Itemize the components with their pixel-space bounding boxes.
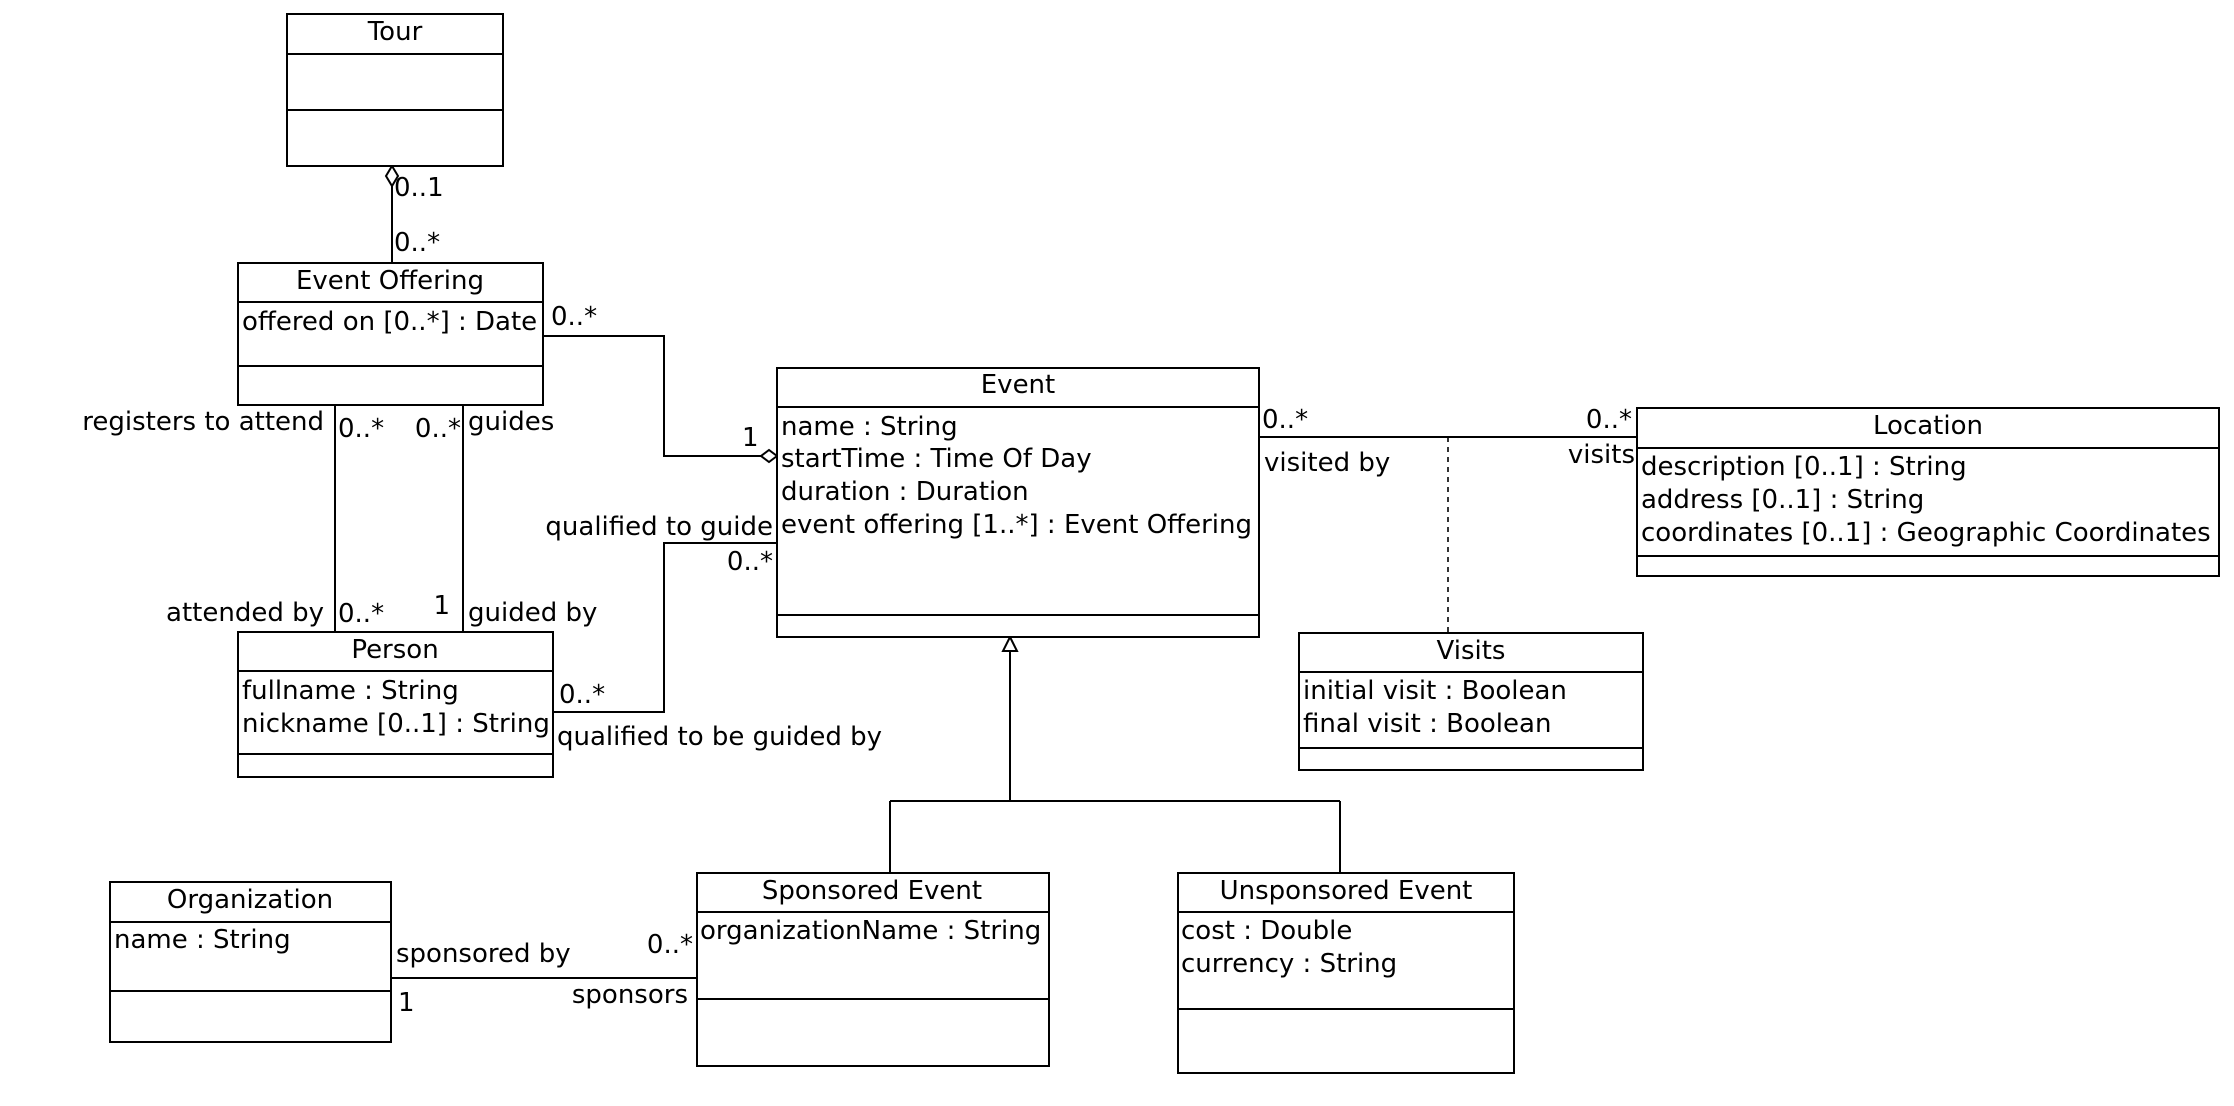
role-label: guides (468, 407, 554, 437)
aggregation-diamond-tour (384, 164, 400, 188)
class-attribute: fullname : String (242, 676, 459, 706)
class-attribute: address [0..1] : String (1641, 485, 1924, 515)
class-organization[interactable]: Organization name : String (109, 881, 392, 1043)
multiplicity-label: 1 (398, 988, 415, 1018)
multiplicity-label: 0..* (338, 414, 384, 444)
multiplicity-label: 0..* (727, 547, 773, 577)
class-attribute: name : String (781, 412, 958, 442)
class-attribute: name : String (114, 925, 291, 955)
class-title: Tour (367, 17, 423, 47)
role-label: visited by (1264, 448, 1390, 478)
class-title: Organization (167, 885, 333, 915)
class-tour[interactable]: Tour (286, 13, 504, 167)
class-attribute: organizationName : String (700, 916, 1041, 946)
role-label: attended by (166, 598, 324, 628)
multiplicity-label: 0..* (415, 414, 461, 444)
role-label: guided by (468, 598, 597, 628)
multiplicity-label: 1 (433, 591, 450, 621)
multiplicity-label: 0..* (1586, 405, 1632, 435)
connectors (334, 164, 1637, 979)
class-attribute: currency : String (1181, 949, 1397, 979)
role-label: visits (1568, 440, 1635, 470)
offering-event-line (543, 335, 761, 457)
class-attribute: duration : Duration (781, 477, 1029, 507)
class-attribute: cost : Double (1181, 916, 1352, 946)
class-attribute: nickname [0..1] : String (242, 709, 550, 739)
multiplicity-label: 0..* (559, 680, 605, 710)
class-attribute: initial visit : Boolean (1303, 676, 1567, 706)
multiplicity-label: 0..* (338, 599, 384, 629)
class-attribute: startTime : Time Of Day (781, 444, 1092, 474)
class-title: Visits (1437, 636, 1506, 666)
multiplicity-label: 1 (742, 423, 759, 453)
class-attribute: coordinates [0..1] : Geographic Coordina… (1641, 518, 2211, 548)
association-labels: 0..1 0..* 0..* 1 registers to attend 0..… (82, 173, 1635, 1018)
qualified-line (553, 542, 777, 713)
class-title: Person (351, 635, 438, 665)
role-label: qualified to guide (545, 512, 773, 542)
class-event[interactable]: Event name : String startTime : Time Of … (776, 367, 1260, 638)
class-title: Sponsored Event (762, 876, 982, 906)
multiplicity-label: 0..1 (394, 173, 444, 203)
multiplicity-label: 0..* (647, 930, 693, 960)
multiplicity-label: 0..* (551, 302, 597, 332)
class-attribute: description [0..1] : String (1641, 452, 1967, 482)
class-attribute: final visit : Boolean (1303, 709, 1551, 739)
role-label: registers to attend (82, 407, 324, 437)
class-title: Location (1873, 411, 1983, 441)
class-attribute: event offering [1..*] : Event Offering (781, 510, 1252, 540)
generalization-triangle (1001, 634, 1019, 652)
multiplicity-label: 0..* (1262, 405, 1308, 435)
class-sponsored-event[interactable]: Sponsored Event organizationName : Strin… (696, 872, 1050, 1067)
class-location[interactable]: Location description [0..1] : String add… (1636, 407, 2220, 577)
class-event-offering[interactable]: Event Offering offered on [0..*] : Date (237, 262, 544, 406)
class-title: Event (981, 370, 1055, 400)
role-label: sponsored by (396, 939, 571, 969)
role-label: sponsors (572, 980, 688, 1010)
role-label: qualified to be guided by (557, 722, 882, 752)
class-person[interactable]: Person fullname : String nickname [0..1]… (237, 631, 554, 778)
multiplicity-label: 0..* (394, 228, 440, 258)
class-title: Unsponsored Event (1220, 876, 1473, 906)
class-visits[interactable]: Visits initial visit : Boolean final vis… (1298, 632, 1644, 771)
class-title: Event Offering (296, 266, 484, 296)
class-attribute: offered on [0..*] : Date (242, 307, 537, 337)
class-unsponsored-event[interactable]: Unsponsored Event cost : Double currency… (1177, 872, 1515, 1074)
aggregation-diamond-event (759, 448, 779, 464)
